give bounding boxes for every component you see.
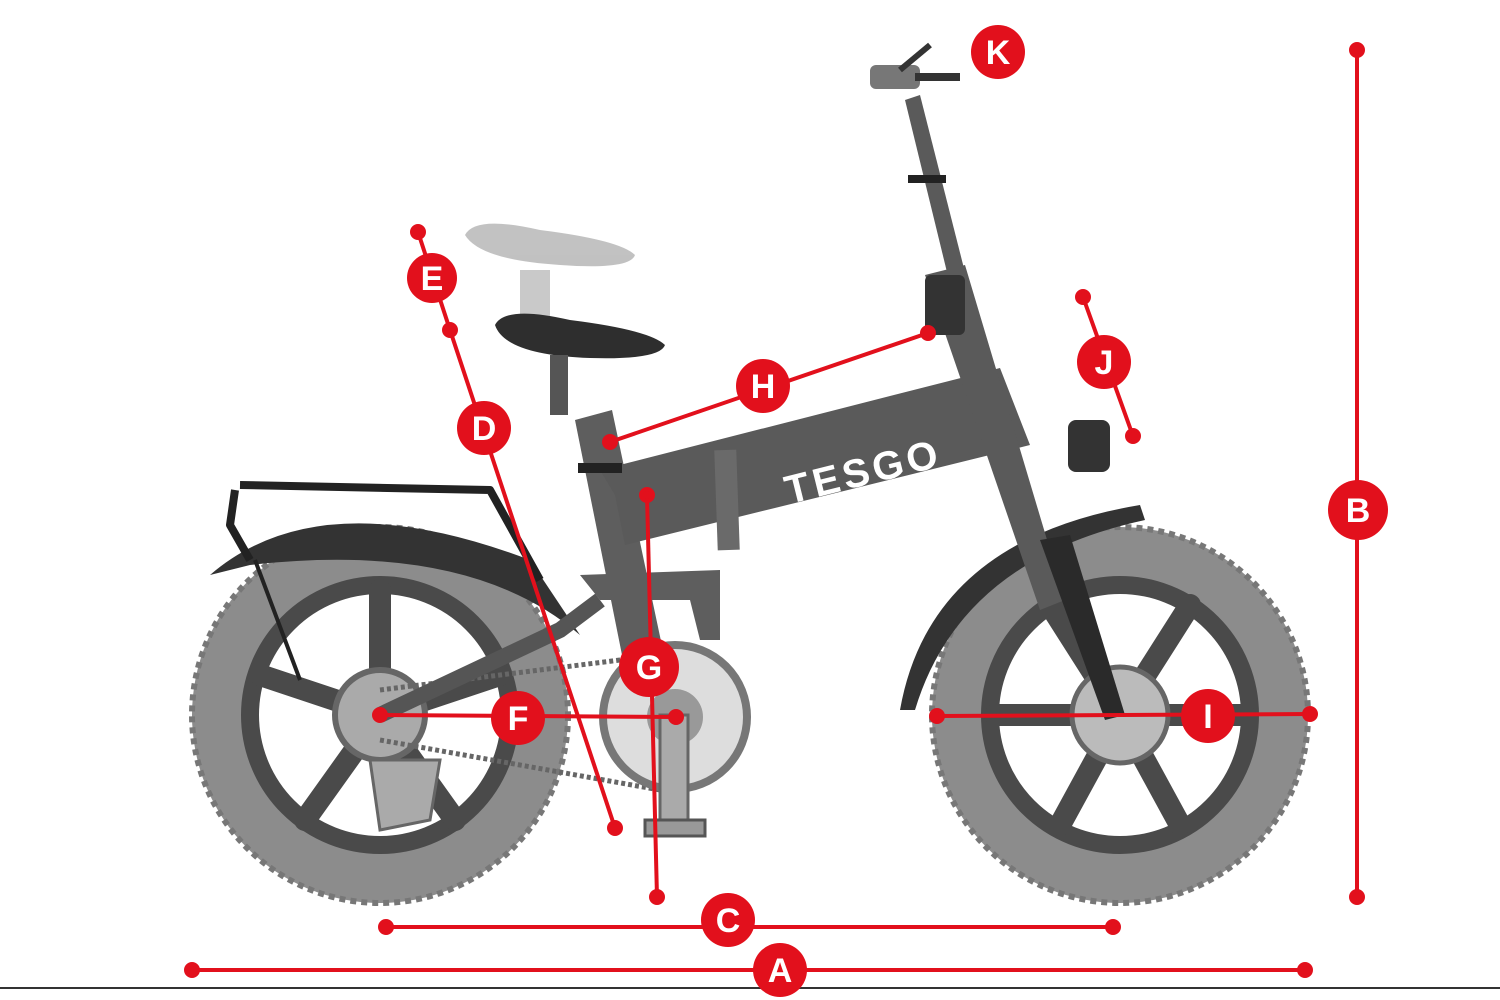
dimension-label-k: K (971, 25, 1025, 79)
seat (495, 313, 665, 473)
dimension-label-j: J (1077, 335, 1131, 389)
dimension-label-b: B (1328, 480, 1388, 540)
dimension-label-f: F (491, 691, 545, 745)
rear-fender (210, 523, 580, 635)
dimension-line-i (936, 712, 1311, 718)
dimension-label-h: H (736, 359, 790, 413)
svg-text:H: H (751, 368, 776, 406)
svg-text:B: B (1346, 492, 1371, 530)
seat-raised-ghost (465, 223, 635, 320)
svg-text:I: I (1203, 698, 1212, 736)
svg-text:F: F (508, 700, 529, 738)
svg-text:E: E (421, 260, 444, 298)
dimension-label-a: A (753, 943, 807, 997)
svg-text:A: A (768, 952, 793, 990)
headlight (1068, 420, 1110, 472)
dimension-label-c: C (701, 893, 755, 947)
dimension-label-i: I (1181, 689, 1235, 743)
dimension-label-e: E (407, 253, 457, 303)
dimension-label-d: D (457, 401, 511, 455)
svg-text:K: K (986, 34, 1011, 72)
svg-text:G: G (636, 649, 662, 687)
svg-text:J: J (1095, 344, 1114, 382)
svg-text:C: C (716, 902, 741, 940)
handlebar (870, 42, 972, 335)
svg-text:D: D (472, 410, 497, 448)
dimension-label-g: G (619, 637, 679, 697)
bike-frame: TESGO (575, 265, 1125, 720)
